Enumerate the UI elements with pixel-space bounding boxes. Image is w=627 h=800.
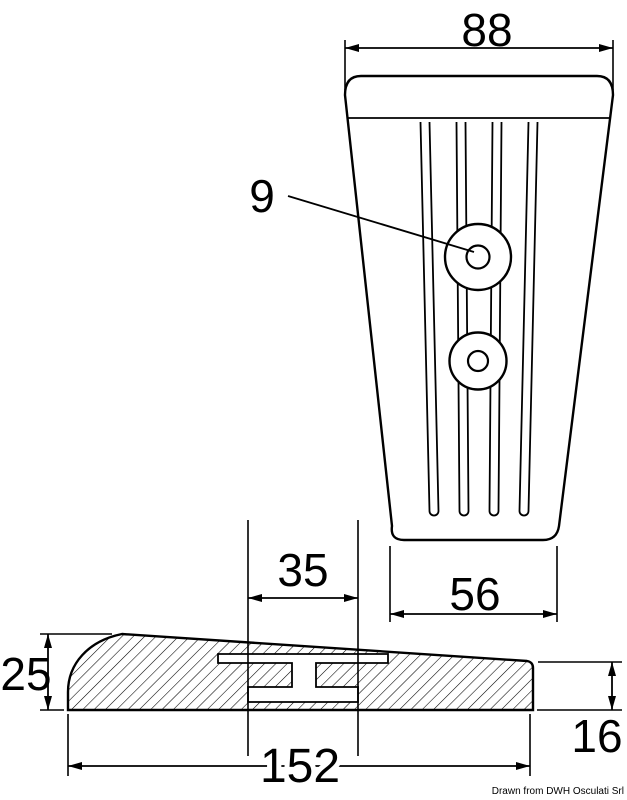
dimension-right-height: 16 <box>537 661 623 762</box>
dim-label-right-height: 16 <box>571 710 622 762</box>
dim-label-slot-width: 35 <box>277 544 328 596</box>
dimension-bottom-width: 56 <box>389 546 558 622</box>
dim-label-bottom-width: 56 <box>449 568 500 620</box>
rib-slot <box>518 121 539 517</box>
mounting-hole-top <box>443 222 513 292</box>
rib-slot <box>419 121 440 517</box>
cooling-ribs <box>419 121 539 517</box>
hole-inner-circle <box>465 244 491 270</box>
mounting-hole-bottom <box>448 331 508 391</box>
side-section-view <box>66 632 535 712</box>
rib-slot <box>455 121 470 517</box>
dim-label-left-height: 25 <box>0 648 51 700</box>
dim-label-hole-diameter: 9 <box>249 170 275 222</box>
hole-inner-circle <box>466 349 490 373</box>
dimension-left-height: 25 <box>0 633 112 711</box>
hole-leader-line <box>287 195 475 253</box>
dim-label-total-length: 152 <box>260 740 340 793</box>
dimension-top-width: 88 <box>344 4 614 90</box>
anode-body-outline <box>343 74 615 542</box>
dimension-total-length: 152 <box>67 714 531 798</box>
rib-slot <box>488 121 503 517</box>
dimension-slot-width: 35 <box>247 520 359 756</box>
dimension-hole-diameter: 9 <box>249 170 475 253</box>
top-view <box>343 74 615 542</box>
drawing-credit: Drawn from DWH Osculati Srl <box>492 786 624 797</box>
dim-label-top-width: 88 <box>461 4 512 56</box>
